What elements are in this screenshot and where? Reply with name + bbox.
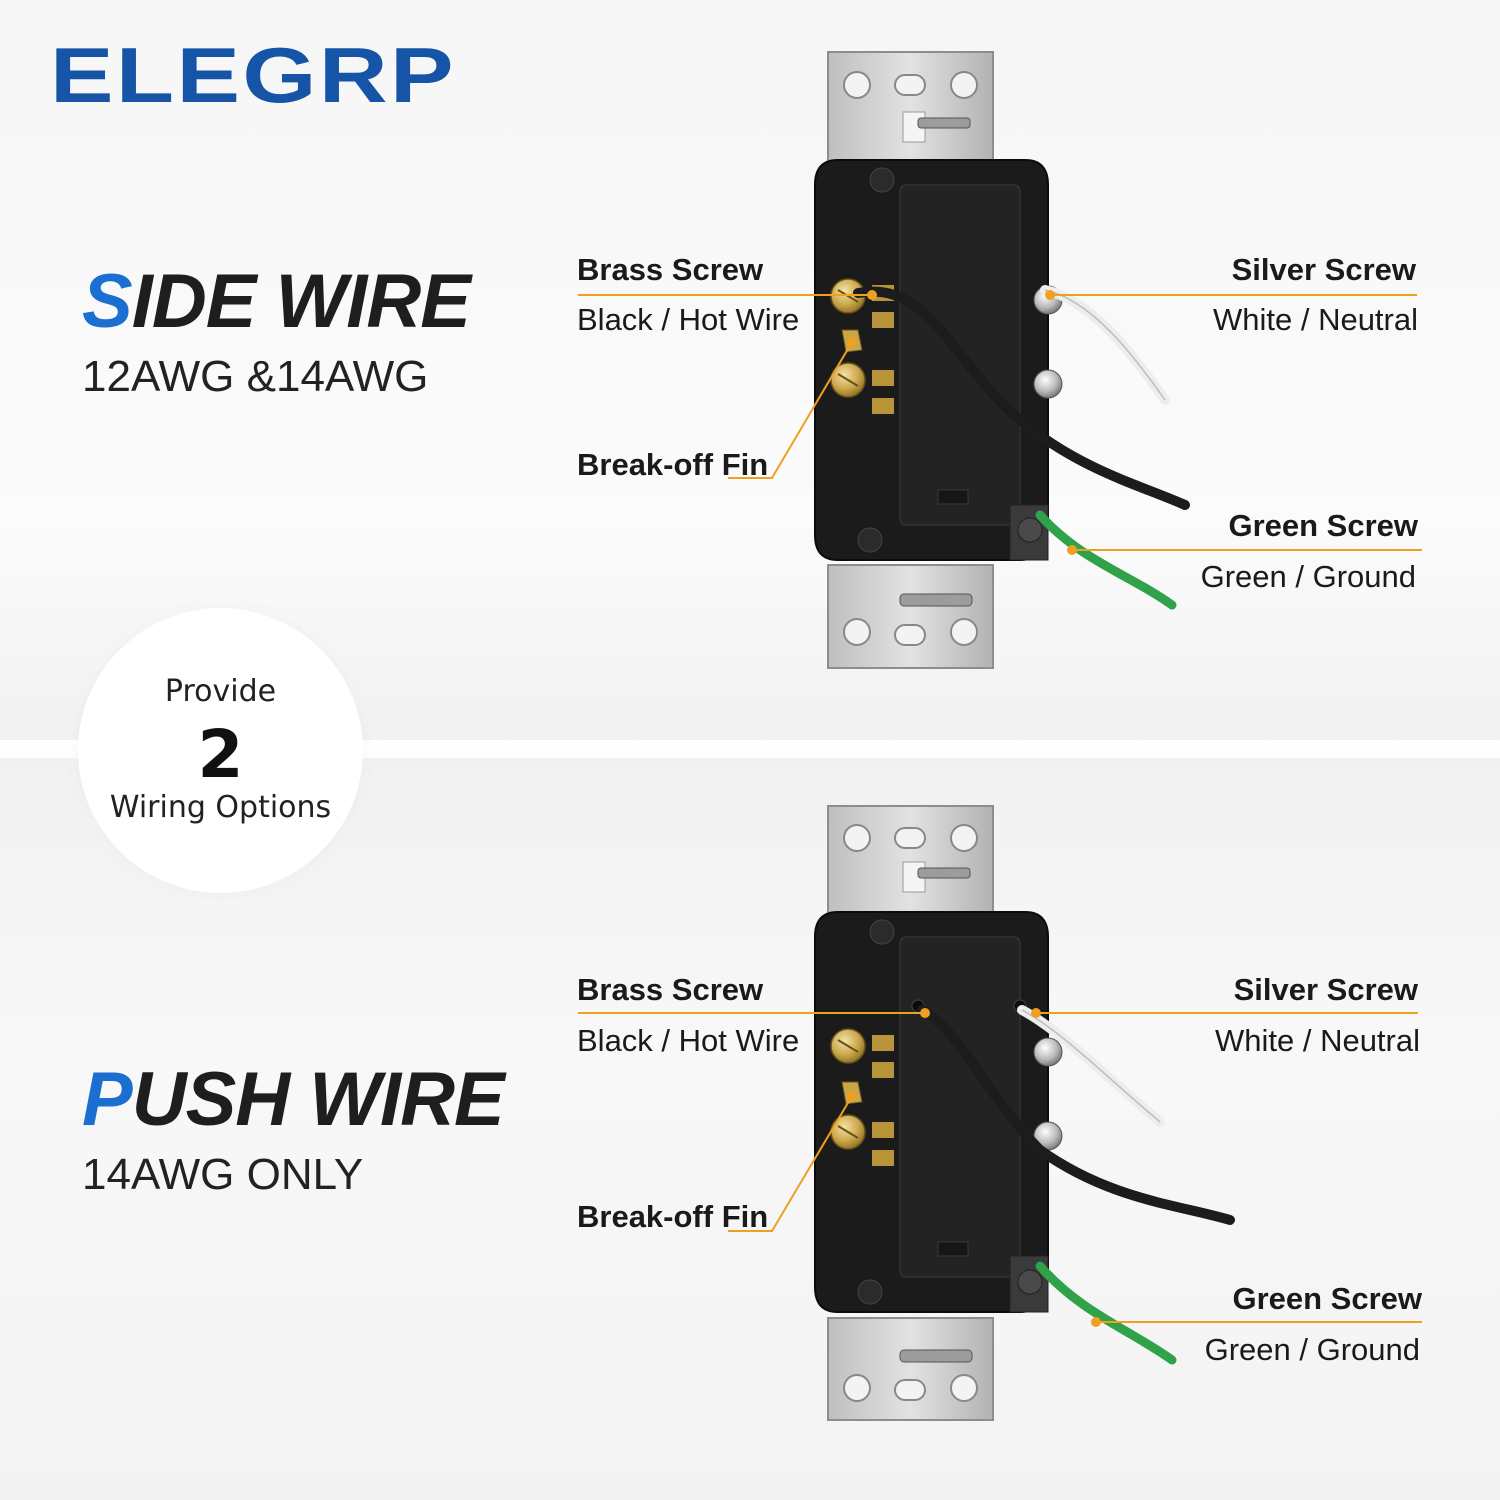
- silver-screw-upper: [1033, 1037, 1063, 1067]
- green-screw: [1017, 1269, 1043, 1295]
- push-brass-screw-label: Brass Screw: [577, 972, 764, 1007]
- side-green-screw-label: Green Screw: [1228, 508, 1418, 543]
- side-wire-title: SIDE WIRE: [82, 258, 471, 345]
- mounting-plate-bottom: [827, 1317, 994, 1421]
- side-silver-screw-label: Silver Screw: [1231, 252, 1416, 287]
- side-silver-screw-desc: White / Neutral: [1212, 302, 1418, 337]
- hot-wire: [917, 1005, 1235, 1225]
- wiring-options-badge: Provide 2 Wiring Options: [78, 608, 363, 893]
- silver-screw-lower: [1033, 369, 1063, 399]
- badge-line1: Provide: [164, 674, 277, 709]
- leader-lines-push: [578, 1008, 1422, 1327]
- green-screw: [1017, 517, 1043, 543]
- push-green-screw-desc: Green / Ground: [1204, 1332, 1420, 1367]
- divider-band: [0, 740, 1500, 758]
- push-break-off-fin-label: Break-off Fin: [577, 1199, 769, 1234]
- push-wire-title: PUSH WIRE: [82, 1056, 505, 1143]
- side-green-screw-desc: Green / Ground: [1200, 559, 1416, 594]
- outlet-push-wire: [578, 805, 1422, 1421]
- badge-line2: Wiring Options: [109, 790, 332, 825]
- side-wire-title-rest: IDE WIRE: [131, 259, 471, 344]
- push-wire-subtitle: 14AWG ONLY: [82, 1150, 364, 1199]
- hot-wire: [853, 286, 1190, 510]
- side-brass-screw-desc: Black / Hot Wire: [577, 302, 800, 337]
- leader-lines-side: [578, 290, 1422, 555]
- ground-wire: [1035, 510, 1177, 610]
- side-brass-screw-label: Brass Screw: [577, 252, 764, 287]
- push-silver-screw-desc: White / Neutral: [1214, 1023, 1420, 1058]
- mounting-plate-top: [827, 51, 994, 169]
- side-wire-title-initial: S: [82, 259, 133, 344]
- badge-number: 2: [197, 716, 244, 793]
- push-wire-title-rest: USH WIRE: [131, 1057, 505, 1142]
- push-green-screw-label: Green Screw: [1232, 1281, 1422, 1316]
- push-silver-screw-label: Silver Screw: [1233, 972, 1418, 1007]
- brand-logo: ELEGRP: [50, 31, 456, 119]
- mounting-plate-bottom: [827, 564, 994, 669]
- push-brass-screw-desc: Black / Hot Wire: [577, 1023, 800, 1058]
- outlet-side-wire: [578, 51, 1422, 669]
- side-break-off-fin-label: Break-off Fin: [577, 447, 769, 482]
- mounting-plate-top: [827, 805, 994, 916]
- side-wire-subtitle: 12AWG &14AWG: [82, 352, 429, 401]
- push-wire-title-initial: P: [82, 1057, 133, 1142]
- ground-wire: [1035, 1261, 1177, 1365]
- neutral-wire: [1040, 285, 1170, 405]
